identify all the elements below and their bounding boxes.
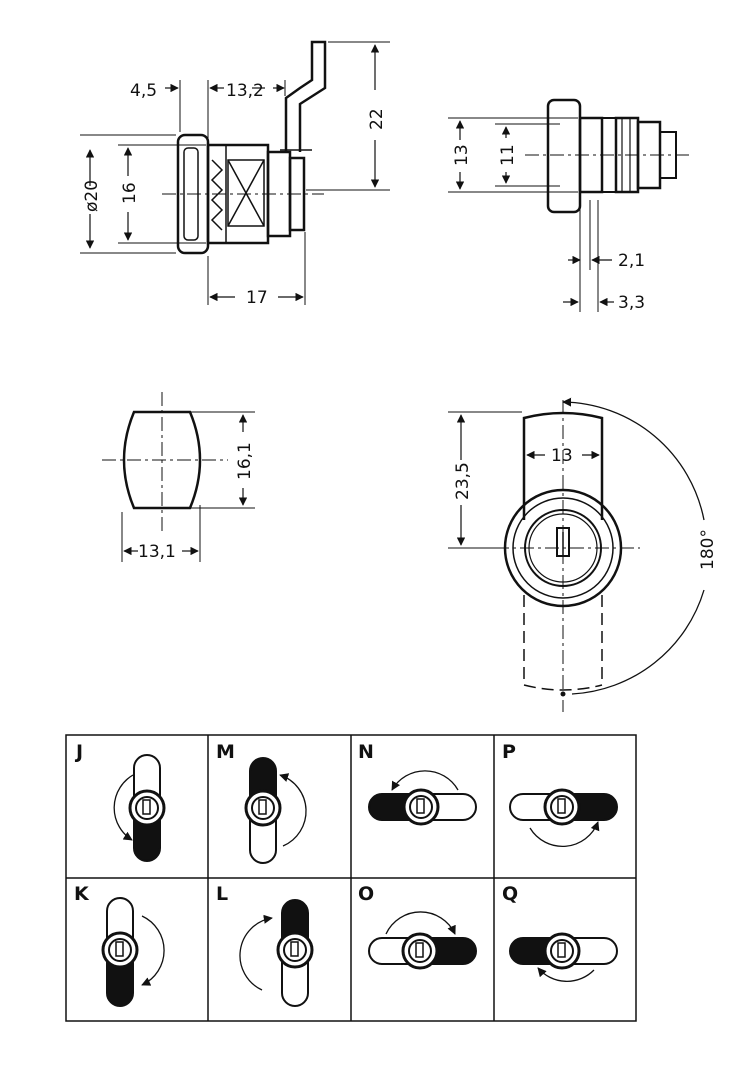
dim-22: 22 [367,108,387,130]
cell-label-P: P [502,741,516,763]
dim-2-1: 2,1 [618,251,645,271]
cell-label-L: L [216,883,228,905]
cell-Q: Q [502,883,618,982]
cell-K: K [74,883,165,1007]
cell-L: L [216,883,314,1007]
cell-P: P [502,741,618,848]
dim-17: 17 [246,288,268,308]
dim-13-front: 13 [551,446,573,466]
front-view: 23,5 13 180° [448,397,718,712]
dim-dia-20: ø20 [82,180,102,212]
cell-J: J [74,741,166,862]
cell-label-K: K [74,883,90,905]
cell-O: O [358,883,477,970]
cell-label-O: O [358,883,374,905]
dim-13-body: 13 [452,144,472,166]
dim-180-degrees: 180° [698,529,718,570]
cell-N: N [358,741,477,826]
dim-4-5: 4,5 [130,81,157,101]
side-view: 4,5 13,2 22 ø20 16 17 [80,40,390,308]
dim-3-3: 3,3 [618,293,645,313]
cell-label-M: M [216,741,235,763]
dim-16: 16 [120,182,140,204]
cell-label-J: J [74,741,83,763]
cell-label-N: N [358,741,374,763]
dim-13-2: 13,2 [226,81,264,101]
cam-orientation-grid: J M N P [65,734,637,1022]
dim-16-1: 16,1 [235,442,255,480]
dim-13-1: 13,1 [138,542,176,562]
dim-23-5: 23,5 [453,462,473,500]
cell-M: M [216,741,307,864]
cutout-profile: 16,1 13,1 [102,392,255,562]
cell-label-Q: Q [502,883,518,905]
body-view: 13 11 2,1 3,3 [448,98,690,313]
dim-11: 11 [498,144,518,166]
